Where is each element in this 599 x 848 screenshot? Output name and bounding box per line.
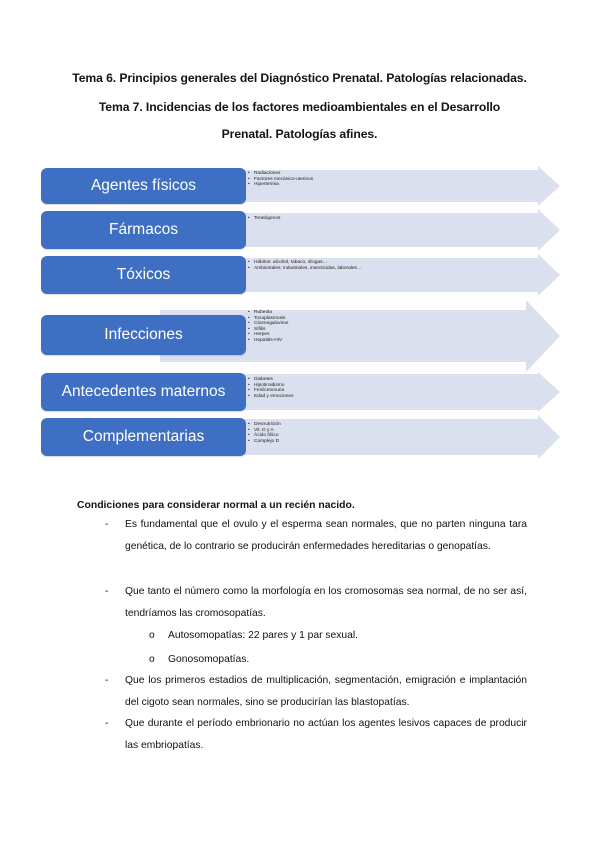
factor-item: Fenilcetonuria bbox=[248, 388, 293, 394]
diagram-row-farmacos: Fármacos Teratógenos bbox=[0, 209, 599, 251]
factor-item: Vit. D y A bbox=[248, 428, 281, 434]
factor-box: Agentes físicos bbox=[41, 168, 246, 204]
factor-item: Hipertermia bbox=[248, 182, 313, 188]
diagram-row-infecciones: Infecciones Rubeola Toxoplasmosis Citome… bbox=[0, 300, 599, 372]
factor-item: Herpes bbox=[248, 332, 288, 338]
sub-item-text: Autosomopatías: 22 pares y 1 par sexual. bbox=[168, 630, 359, 641]
dash-marker: - bbox=[105, 519, 109, 530]
factor-items: Rubeola Toxoplasmosis Citomegalovirus Sí… bbox=[248, 310, 288, 344]
factor-item: Factores mecánico-uterinos bbox=[248, 177, 313, 183]
dash-marker: - bbox=[105, 675, 109, 686]
header-line-1: Tema 6. Principios generales del Diagnós… bbox=[72, 71, 527, 85]
factor-item: Rubeola bbox=[248, 310, 288, 316]
factor-item: Teratógenos bbox=[248, 216, 280, 222]
factor-box: Fármacos bbox=[41, 211, 246, 249]
condition-item: - Que durante el período embrionario no … bbox=[105, 713, 527, 757]
factor-item: Ambientales: industriales, insecticidas,… bbox=[248, 266, 362, 272]
circle-marker: o bbox=[149, 654, 155, 665]
condition-item: - Que los primeros estadios de multiplic… bbox=[105, 670, 527, 714]
factor-item: Hábitos: alcohol, tabaco, drogas… bbox=[248, 260, 362, 266]
factor-item: Complejo D bbox=[248, 439, 281, 445]
factor-items: Hábitos: alcohol, tabaco, drogas… Ambien… bbox=[248, 260, 362, 271]
factor-items: Desnutrición Vit. D y A Ácido fólico Com… bbox=[248, 422, 281, 444]
factor-item: Sífilis bbox=[248, 327, 288, 333]
factor-item: Ácido fólico bbox=[248, 433, 281, 439]
factor-box: Complementarias bbox=[41, 418, 246, 456]
factor-box: Antecedentes maternos bbox=[41, 373, 246, 411]
dash-marker: - bbox=[105, 718, 109, 729]
factor-items: Diabetes Hipotiroidismo Fenilcetonuria E… bbox=[248, 377, 293, 399]
condition-text: Que tanto el número como la morfología e… bbox=[125, 586, 527, 619]
diagram-row-agentes-fisicos: Agentes físicos Radiaciones Factores mec… bbox=[0, 166, 599, 206]
factor-item: Diabetes bbox=[248, 377, 293, 383]
factor-items: Teratógenos bbox=[248, 216, 280, 222]
factor-item: Desnutrición bbox=[248, 422, 281, 428]
factor-item: Hepatitis-HIV bbox=[248, 338, 288, 344]
condition-item: - Que tanto el número como la morfología… bbox=[105, 581, 527, 625]
sub-item: o Gonosomopatías. bbox=[149, 654, 250, 665]
factor-item: Radiaciones bbox=[248, 171, 313, 177]
condition-item: - Es fundamental que el ovulo y el esper… bbox=[105, 514, 527, 558]
factor-item: Toxoplasmosis bbox=[248, 316, 288, 322]
circle-marker: o bbox=[149, 630, 155, 641]
factor-box: Infecciones bbox=[41, 315, 246, 355]
dash-marker: - bbox=[105, 586, 109, 597]
diagram-row-antecedentes-maternos: Antecedentes maternos Diabetes Hipotiroi… bbox=[0, 372, 599, 412]
header-line-3: Prenatal. Patologías afines. bbox=[221, 127, 378, 141]
condition-text: Que durante el período embrionario no ac… bbox=[125, 718, 527, 751]
diagram-row-toxicos: Tóxicos Hábitos: alcohol, tabaco, drogas… bbox=[0, 254, 599, 296]
factor-box: Tóxicos bbox=[41, 256, 246, 294]
factor-item: Edad y emociones bbox=[248, 394, 293, 400]
sub-item: o Autosomopatías: 22 pares y 1 par sexua… bbox=[149, 630, 359, 641]
header-line-2: Tema 7. Incidencias de los factores medi… bbox=[98, 100, 501, 114]
factor-item: Hipotiroidismo bbox=[248, 383, 293, 389]
factor-items: Radiaciones Factores mecánico-uterinos H… bbox=[248, 171, 313, 188]
condition-text: Es fundamental que el ovulo y el esperma… bbox=[125, 519, 527, 552]
factor-item: Citomegalovirus bbox=[248, 321, 288, 327]
sub-item-text: Gonosomopatías. bbox=[168, 654, 250, 665]
section-title: Condiciones para considerar normal a un … bbox=[77, 500, 355, 511]
diagram-row-complementarias: Complementarias Desnutrición Vit. D y A … bbox=[0, 415, 599, 459]
condition-text: Que los primeros estadios de multiplicac… bbox=[125, 675, 527, 708]
